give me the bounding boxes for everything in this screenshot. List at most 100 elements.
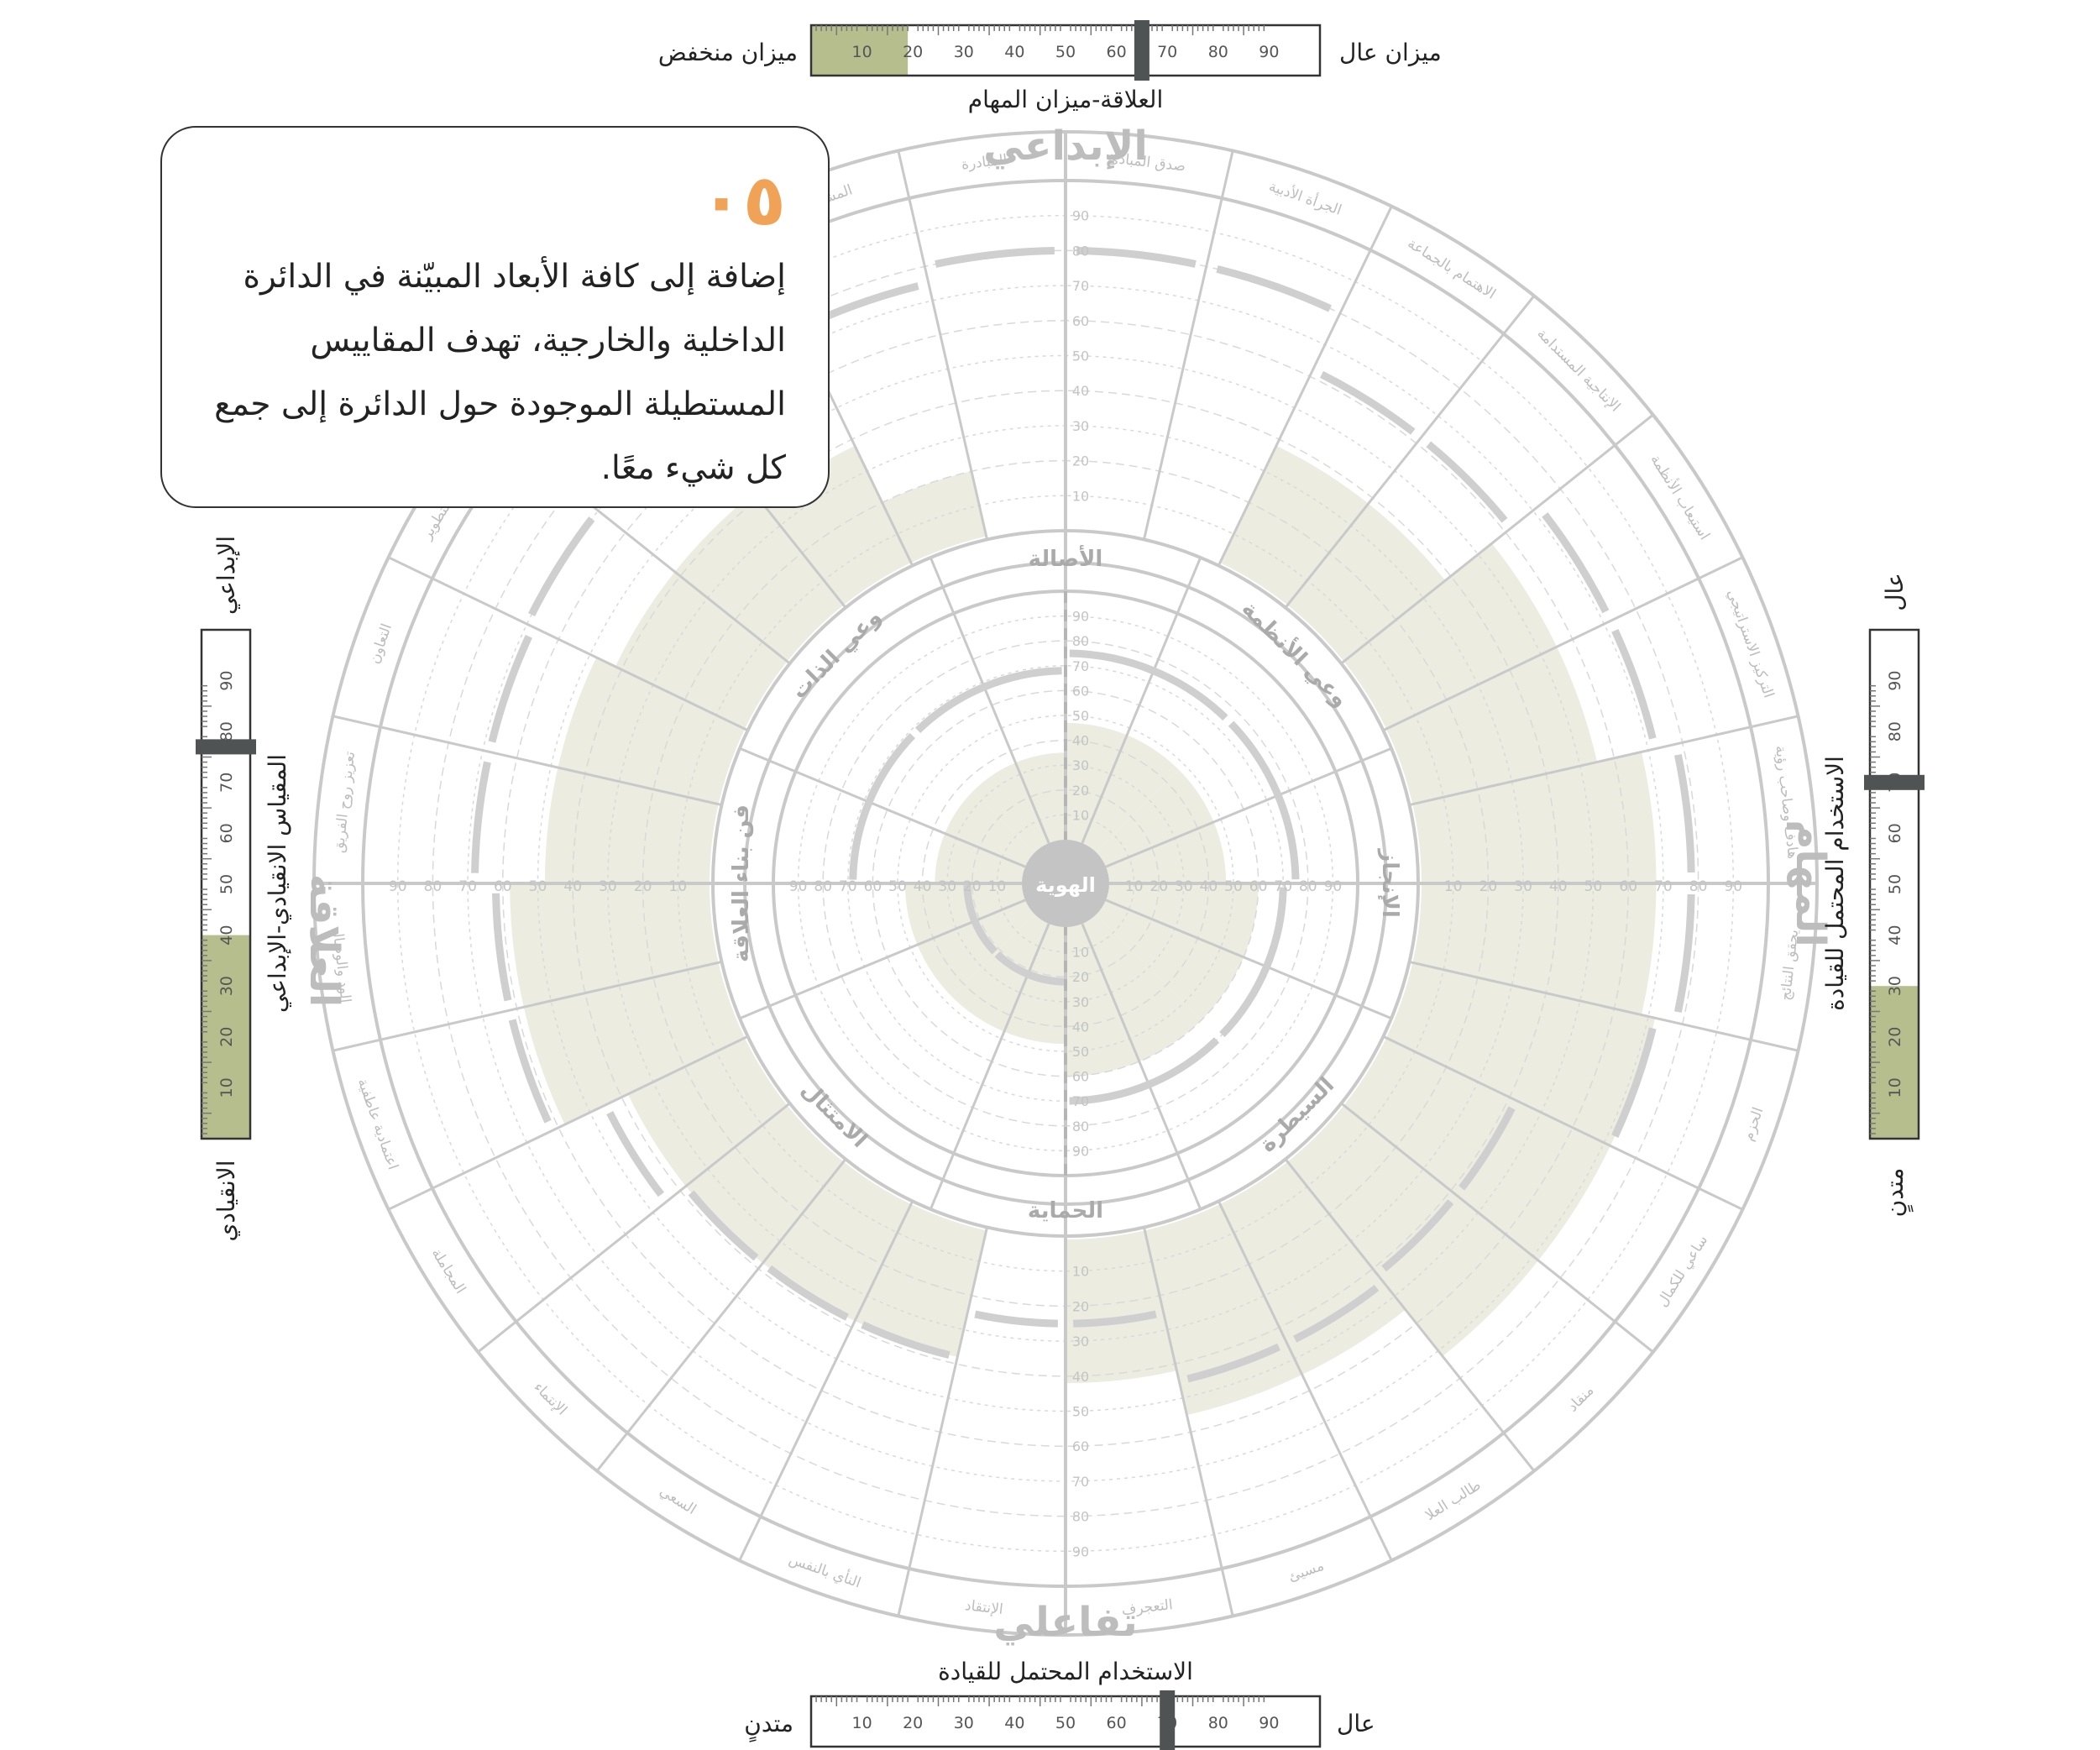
scale-tick-label: 60 [1886,823,1904,843]
axis-tick-label: 30 [1514,878,1532,895]
axis-tick-label: 50 [1584,878,1603,895]
axis-tick-label: 40 [1072,1369,1089,1385]
axis-tick-label: 40 [563,878,582,895]
top-scale-fill [811,25,909,76]
inner-ring-score-fill [951,914,1066,1045]
outer-score-bar [688,1190,759,1261]
inner-score-bar [1228,720,1300,880]
bottom-scale-right-label: عال [1337,1710,1375,1737]
axis-tick-label: 10 [1072,945,1089,961]
scale-tick-label: 80 [1208,1714,1228,1732]
outer-ring-label: الحزم [1740,1105,1767,1143]
outer-score-bar [1542,512,1610,614]
scale-tick-label: 30 [1886,976,1904,996]
axis-tick-label: 90 [1324,878,1343,895]
outer-ring-score-fill [1412,883,1657,1015]
outer-sector-divider [1217,205,1393,567]
left-scale-fill [202,935,250,1139]
axis-tick-label: 20 [963,878,982,895]
scale-tick-label: 30 [217,976,236,996]
inner-sector-divider [1081,923,1202,1210]
axis-tick-label: 10 [668,878,687,895]
axis-tick-label: 80 [814,878,832,895]
outer-score-bar [488,634,532,743]
scale-tick-label: 20 [903,43,923,61]
middle-ring-label: فن بناء العلاقة [729,804,754,962]
outer-sector-divider [1284,1158,1536,1472]
center-label: الهوية [1035,873,1096,897]
outer-ring-score-fill [1287,1105,1539,1357]
axis-tick-label: 80 [1072,1119,1089,1134]
scale-tick-label: 90 [1259,43,1279,61]
outer-score-bar [1381,1199,1454,1272]
quadrant-title-right: المهام [1787,820,1834,947]
axis-tick-label: 80 [424,878,443,895]
scale-tick-label: 40 [1004,43,1024,61]
axis-tick-label: 90 [789,878,808,895]
outer-score-bar [861,1321,950,1359]
outer-sector-divider [1284,295,1536,609]
axis-tick-label: 90 [1724,878,1742,895]
outer-score-bar [1458,1106,1516,1191]
outer-score-bar [1426,441,1508,523]
outer-ring-score-fill [1066,1230,1177,1384]
axis-tick-label: 60 [1072,1438,1089,1454]
outer-sector-divider [1142,150,1234,540]
scale-tick-label: 20 [1886,1027,1904,1047]
scale-tick-label: 60 [217,823,236,843]
axis-tick-label: 40 [1072,1019,1089,1035]
axis-tick-label: 90 [1072,1543,1089,1559]
outer-ring-label: التعاون [366,621,395,666]
outer-sector-divider [1409,715,1799,807]
axis-tick-label: 40 [1072,733,1089,749]
axis-tick-label: 20 [1150,878,1168,895]
quadrant-title-left: العلاقة [301,874,348,1008]
outer-sector-divider [333,715,722,807]
outer-score-bar [1320,370,1416,435]
outer-ring-score-fill [882,471,987,563]
middle-ring-label: الأصالة [1029,545,1103,572]
axis-tick-label: 30 [1175,878,1193,895]
scale-tick-label: 10 [852,1714,872,1732]
axis-tick-label: 60 [864,878,882,895]
outer-score-bar [1076,247,1197,268]
outer-ring-label: التركيز الاستراتيجي [1724,587,1778,699]
axis-tick-label: 70 [1072,278,1089,294]
axis-tick-label: 20 [1072,783,1089,799]
inner-score-bar [963,884,998,955]
outer-ring-label: استيعاب الأنظمة [1647,451,1714,542]
outer-sector-divider [738,1200,914,1562]
right-scale-bottom-label: متدنٍ [1881,1168,1914,1218]
scale-tick-label: 80 [1886,721,1904,741]
outer-ring-score-fill [1219,1161,1406,1375]
outer-score-bar [935,247,1055,268]
axis-tick-label: 30 [1072,418,1089,434]
scale-tick-label: 40 [1004,1714,1024,1732]
axis-tick-label: 10 [1072,807,1089,823]
axis-tick-label: 70 [1072,658,1089,674]
axis-tick-label: 90 [1072,208,1089,224]
left-scale-frame [200,628,252,1140]
outer-sector-divider [1382,1035,1744,1211]
outer-score-bar [1611,628,1657,740]
top-scale-right-label: ميزان عال [1339,39,1442,66]
axis-tick-label: 80 [1689,878,1708,895]
quadrant-title-bottom: تفاعلي [993,1599,1138,1646]
outer-sector-divider [387,1035,749,1211]
right-scale-frame [1868,628,1920,1140]
axis-tick-label: 30 [1072,757,1089,773]
top-scale-left-label: ميزان منخفض [658,39,798,66]
bottom-scale-frame [809,1695,1322,1748]
scale-tick-label: 20 [217,1027,236,1047]
outer-ring-score-fill [558,657,745,804]
axis-tick-label: 60 [1249,878,1268,895]
axis-tick-label: 50 [1072,348,1089,364]
bottom-scale-caption: الاستخدام المحتمل للقيادة [938,1658,1193,1685]
axis-tick-label: 20 [1479,878,1498,895]
outer-ring-score-fill [615,571,788,730]
